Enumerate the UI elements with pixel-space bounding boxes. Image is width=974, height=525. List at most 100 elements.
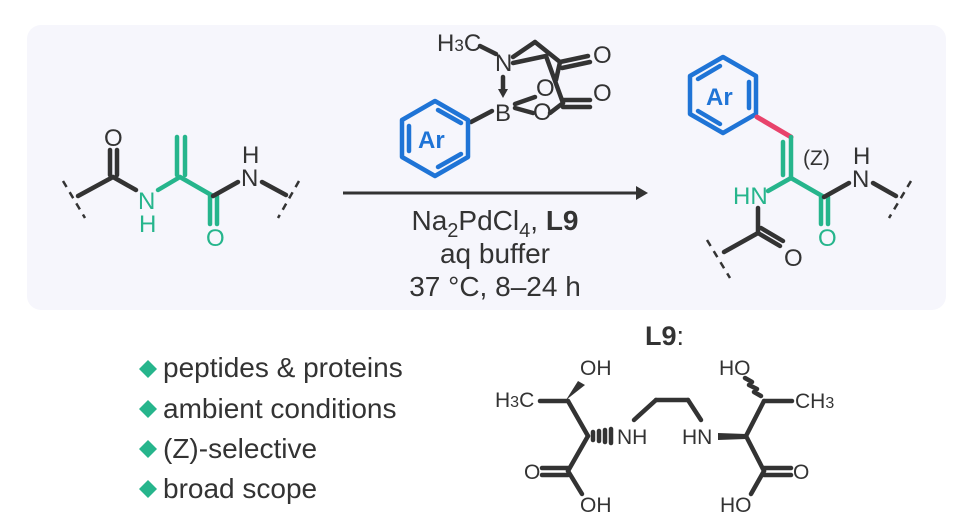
bond bbox=[210, 179, 241, 199]
atom-oh: OH bbox=[580, 357, 612, 380]
atom-ho: HO bbox=[720, 494, 752, 517]
bond bbox=[510, 39, 538, 60]
atom-n: N bbox=[495, 50, 512, 77]
temp-time-line: 37 °C, 8–24 h bbox=[409, 271, 581, 302]
stereo-label: (Z) bbox=[803, 147, 830, 170]
bond bbox=[512, 105, 536, 116]
bond bbox=[821, 180, 852, 200]
atom-o: O bbox=[536, 75, 555, 102]
feature-label: broad scope bbox=[163, 473, 317, 504]
methyl-label: H3C bbox=[437, 30, 481, 57]
bond bbox=[765, 175, 794, 194]
bond bbox=[565, 468, 585, 497]
bond bbox=[468, 108, 495, 125]
bond bbox=[559, 59, 593, 71]
dative-arrowhead bbox=[498, 89, 508, 98]
bond bbox=[743, 398, 767, 439]
bond bbox=[557, 53, 591, 65]
aryl-inner-bond bbox=[695, 108, 723, 127]
diamond-bullet-icon bbox=[139, 360, 157, 378]
feature-item: (Z)-selective bbox=[139, 433, 317, 464]
aryl-inner-bond bbox=[435, 107, 464, 126]
bond bbox=[477, 43, 499, 57]
atom-nh: NH bbox=[617, 426, 647, 449]
reaction-conditions: Na2PdCl4, L9 aq buffer 37 °C, 8–24 h bbox=[409, 205, 581, 302]
atom-o: O bbox=[104, 125, 123, 152]
diamond-bullet-icon bbox=[139, 440, 157, 458]
feature-label: peptides & proteins bbox=[163, 352, 403, 383]
new-cc-bond bbox=[754, 114, 794, 140]
atom-o: O bbox=[533, 99, 552, 126]
bond bbox=[259, 179, 289, 198]
bond bbox=[553, 59, 563, 83]
wedge-bond bbox=[566, 381, 585, 400]
reaction-arrow bbox=[343, 186, 648, 200]
aryl-ring-reagent bbox=[399, 98, 471, 179]
product: Ar (Z) HN O N H O bbox=[687, 54, 913, 279]
atom-oh: OH bbox=[580, 494, 612, 517]
bond bbox=[758, 225, 786, 244]
bond bbox=[177, 174, 216, 199]
diamond-bullet-icon bbox=[139, 480, 157, 498]
arrowhead bbox=[636, 186, 648, 200]
atom-h: H bbox=[853, 143, 870, 170]
feature-list: peptides & proteins ambient conditions (… bbox=[139, 352, 403, 504]
feature-item: ambient conditions bbox=[139, 393, 396, 424]
atom-o: O bbox=[818, 225, 837, 252]
aryl-label: Ar bbox=[418, 127, 445, 154]
atom-o: O bbox=[524, 461, 540, 484]
solvent-line: aq buffer bbox=[440, 238, 550, 269]
bond bbox=[748, 468, 767, 497]
bond bbox=[547, 100, 566, 116]
bond bbox=[870, 180, 899, 199]
hashed-bond bbox=[742, 375, 764, 399]
catalyst-line: Na2PdCl4, L9 bbox=[412, 205, 579, 242]
atom-h: H bbox=[242, 142, 259, 169]
atom-h: H bbox=[139, 211, 156, 238]
feature-label: (Z)-selective bbox=[163, 433, 317, 464]
bond bbox=[721, 230, 761, 255]
atom-n: N bbox=[241, 165, 258, 192]
feature-item: broad scope bbox=[139, 473, 317, 504]
bond bbox=[565, 433, 591, 474]
atom-o: O bbox=[793, 461, 809, 484]
atom-o: O bbox=[593, 42, 612, 69]
bond bbox=[565, 398, 591, 439]
hashed-bond bbox=[590, 426, 614, 446]
wedge-bond bbox=[718, 433, 746, 440]
aryl-inner-bond bbox=[435, 151, 464, 170]
ligand-l9: L9: OH H3C NH O OH HN HO bbox=[495, 321, 834, 517]
atom-n: N bbox=[852, 166, 869, 193]
atom-o: O bbox=[593, 80, 612, 107]
bond bbox=[685, 397, 704, 423]
bond bbox=[743, 433, 767, 474]
starting-material: O N H O N H bbox=[61, 125, 301, 252]
atom-b: B bbox=[495, 100, 511, 127]
atom-o: O bbox=[784, 245, 803, 272]
atom-hn: HN bbox=[682, 426, 712, 449]
bond bbox=[155, 174, 183, 193]
bond bbox=[755, 230, 783, 249]
bond bbox=[75, 174, 116, 199]
bond bbox=[532, 39, 563, 65]
aryl-label: Ar bbox=[706, 84, 733, 111]
methyl-label: CH3 bbox=[795, 390, 834, 413]
bond bbox=[512, 94, 538, 107]
feature-item: peptides & proteins bbox=[139, 352, 403, 383]
atom-o: O bbox=[206, 225, 225, 252]
bond bbox=[110, 174, 139, 193]
ligand-title: L9: bbox=[645, 321, 684, 351]
diamond-bullet-icon bbox=[139, 400, 157, 418]
bond bbox=[631, 397, 659, 423]
scheme-panel bbox=[27, 25, 946, 310]
aryl-ring-product bbox=[687, 54, 759, 136]
aryl-inner-bond bbox=[695, 63, 723, 82]
atom-ho: HO bbox=[719, 357, 751, 380]
atom-hn: HN bbox=[733, 183, 768, 210]
mida-boronate: H3C N B O O O O Ar bbox=[399, 30, 612, 179]
feature-label: ambient conditions bbox=[163, 393, 396, 424]
atom-n: N bbox=[138, 188, 155, 215]
methyl-label: H3C bbox=[495, 389, 534, 412]
bond bbox=[788, 175, 827, 200]
